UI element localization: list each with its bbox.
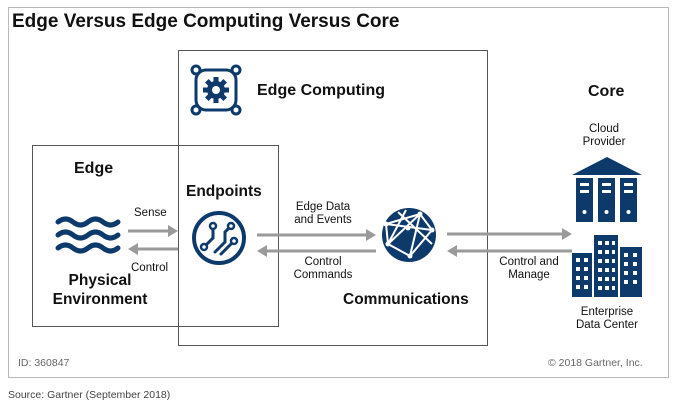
gear-network-icon	[190, 64, 242, 116]
communications-label: Communications	[343, 291, 469, 308]
control-label: Control	[131, 262, 169, 274]
edge-computing-label: Edge Computing	[257, 82, 385, 99]
core-label: Core	[588, 83, 625, 100]
figure-title: Edge Versus Edge Computing Versus Core	[12, 11, 400, 32]
figure-id: ID: 360847	[18, 357, 70, 369]
edge-label: Edge	[74, 160, 114, 177]
figure-frame	[8, 7, 669, 378]
enterprise-buildings-icon	[572, 235, 642, 297]
enterprise-data-center-label: Enterprise Data Center	[575, 306, 638, 331]
waves-icon	[55, 216, 121, 254]
endpoints-label: Endpoints	[186, 183, 262, 200]
edge-data-label: Edge Data and Events	[294, 201, 352, 226]
control-commands-label: Control Commands	[293, 256, 353, 281]
cloud-provider-label: Cloud Provider	[582, 123, 626, 148]
cloud-provider-servers-icon	[572, 157, 642, 222]
edge-computing-box	[178, 50, 488, 346]
copyright: © 2018 Gartner, Inc.	[548, 357, 643, 369]
circuit-icon	[192, 211, 246, 265]
source-caption: Source: Gartner (September 2018)	[8, 389, 171, 401]
globe-network-icon	[382, 208, 436, 262]
sense-label: Sense	[134, 207, 167, 219]
physical-environment-label: Physical Environment	[52, 272, 148, 308]
control-manage-label: Control and Manage	[499, 256, 559, 281]
